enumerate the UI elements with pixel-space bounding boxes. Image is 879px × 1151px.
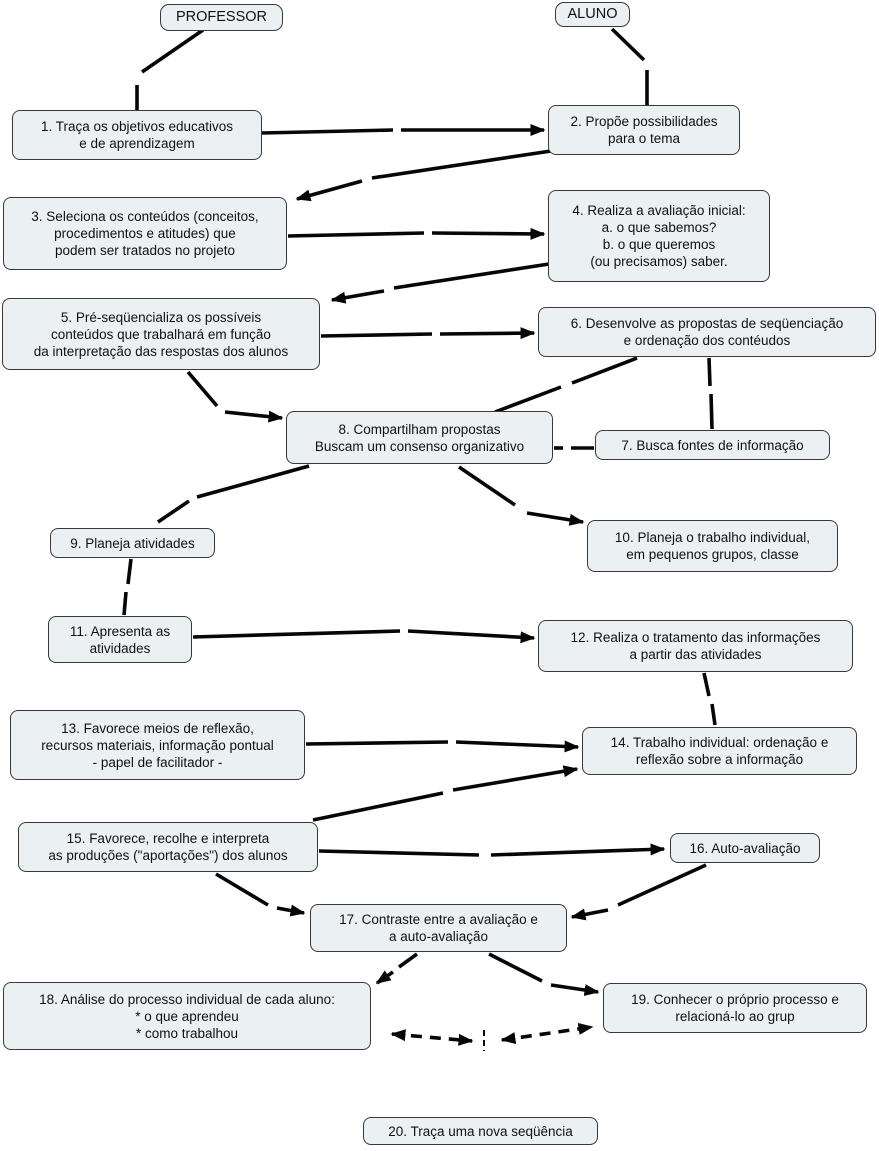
- node-19: 19. Conhecer o próprio processo e relaci…: [603, 983, 867, 1033]
- edge-11-12: [192, 629, 536, 644]
- edge-15-16: [318, 843, 666, 857]
- node-12: 12. Realiza o tratamento das informações…: [538, 620, 853, 672]
- edge-3-4: [287, 227, 546, 240]
- edge-5-8: [186, 370, 284, 423]
- node-20: 20. Traça uma nova seqüência: [363, 1117, 598, 1145]
- node-1: 1. Traça os objetivos educativos e de ap…: [12, 110, 262, 160]
- node-6: 6. Desenvolve as propostas de seqüenciaç…: [538, 307, 876, 357]
- edge-6-8: [494, 356, 638, 414]
- edge-17-18: [375, 952, 419, 985]
- node-11: 11. Apresenta as atividades: [48, 616, 192, 663]
- edge-15-14: [312, 765, 579, 822]
- edge-professor-1: [135, 28, 205, 110]
- node-16: 16. Auto-avaliação: [670, 833, 820, 863]
- edge-16-17: [570, 863, 707, 921]
- node-18: 18. Análise do processo individual de ca…: [3, 982, 371, 1050]
- edge-5-6: [320, 327, 536, 340]
- actor-professor: PROFESSOR: [160, 4, 283, 31]
- edge-6-7: [707, 357, 714, 430]
- node-3: 3. Seleciona os conteúdos (conceitos, pr…: [3, 197, 287, 270]
- node-8: 8. Compartilham propostas Buscam um cons…: [286, 411, 553, 464]
- edge-1-2: [261, 124, 546, 136]
- node-9: 9. Planeja atividades: [50, 528, 215, 558]
- node-13: 13. Favorece meios de reflexão, recursos…: [10, 710, 305, 780]
- actor-aluno: ALUNO: [555, 2, 630, 27]
- edge-13-14: [305, 740, 580, 753]
- node-14: 14. Trabalho individual: ordenação e ref…: [582, 727, 857, 775]
- node-2: 2. Propõe possibilidades para o tema: [548, 105, 740, 155]
- edge-12-14: [702, 672, 717, 726]
- edge-aluno-2: [610, 27, 649, 105]
- edge-2-3: [295, 149, 552, 202]
- node-7: 7. Busca fontes de informação: [595, 430, 830, 460]
- node-15: 15. Favorece, recolhe e interpreta as pr…: [18, 822, 318, 872]
- edge-8-10: [457, 465, 585, 526]
- node-4: 4. Realiza a avaliação inicial: a. o que…: [548, 190, 770, 282]
- edge-9-11: [122, 558, 133, 616]
- edge-18-19-dashed: [390, 1022, 594, 1051]
- node-17: 17. Contraste entre a avaliação e a auto…: [310, 904, 567, 952]
- node-10: 10. Planeja o trabalho individual, em pe…: [587, 520, 838, 572]
- edge-17-19: [488, 952, 600, 996]
- node-5: 5. Pré-seqüencializa os possíveis conteú…: [2, 298, 320, 370]
- edge-15-17: [215, 872, 306, 917]
- edge-8-9: [156, 464, 310, 524]
- edge-4-5: [330, 262, 550, 304]
